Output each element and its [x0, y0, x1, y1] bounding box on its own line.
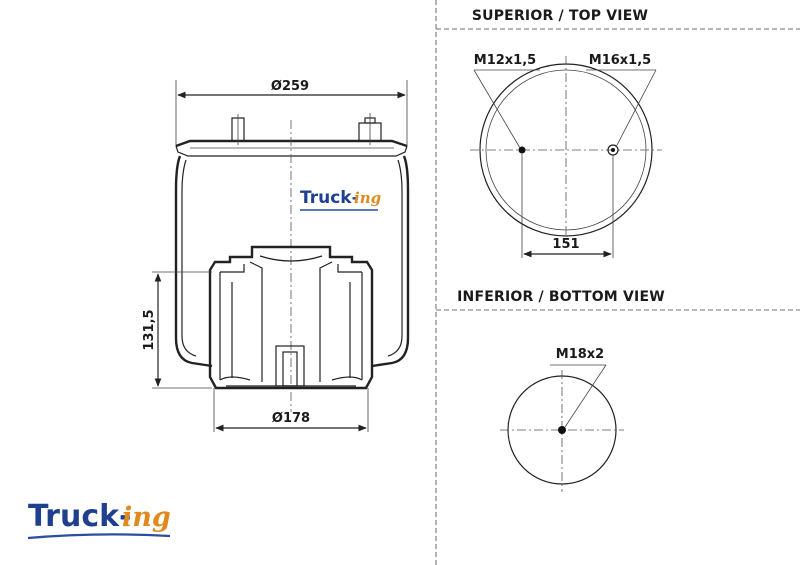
height-label: 131,5 — [142, 309, 157, 350]
center-thread-hole — [558, 426, 566, 434]
thread-left-label: M12x1,5 — [474, 53, 536, 68]
side-view: Ø259 131,5 Ø178 — [142, 79, 410, 432]
piston — [208, 245, 374, 390]
brand-logo: Truck- ing — [27, 499, 171, 540]
bottom-view-title: INFERIOR / BOTTOM VIEW — [457, 289, 665, 305]
spacing-label: 151 — [552, 237, 579, 252]
top-diameter-label: Ø259 — [271, 79, 309, 94]
svg-text:ing: ing — [122, 502, 171, 533]
top-plate — [175, 139, 408, 148]
svg-text:Truck-: Truck- — [300, 188, 359, 208]
bottom-view: INFERIOR / BOTTOM VIEW M18x2 — [457, 289, 665, 492]
top-view-title: SUPERIOR / TOP VIEW — [472, 8, 648, 24]
bellow-body — [174, 155, 410, 368]
thread-right-label: M16x1,5 — [589, 53, 651, 68]
left-thread-hole — [518, 146, 526, 154]
top-view: SUPERIOR / TOP VIEW M12x1,5 M16x1,5 151 — [470, 8, 662, 258]
svg-text:Truck-: Truck- — [28, 499, 132, 534]
bottom-diameter-label: Ø178 — [272, 411, 310, 426]
thread-center-label: M18x2 — [556, 347, 604, 362]
svg-text:ing: ing — [354, 189, 381, 207]
bellow-logo: Truck- ing — [300, 188, 381, 211]
